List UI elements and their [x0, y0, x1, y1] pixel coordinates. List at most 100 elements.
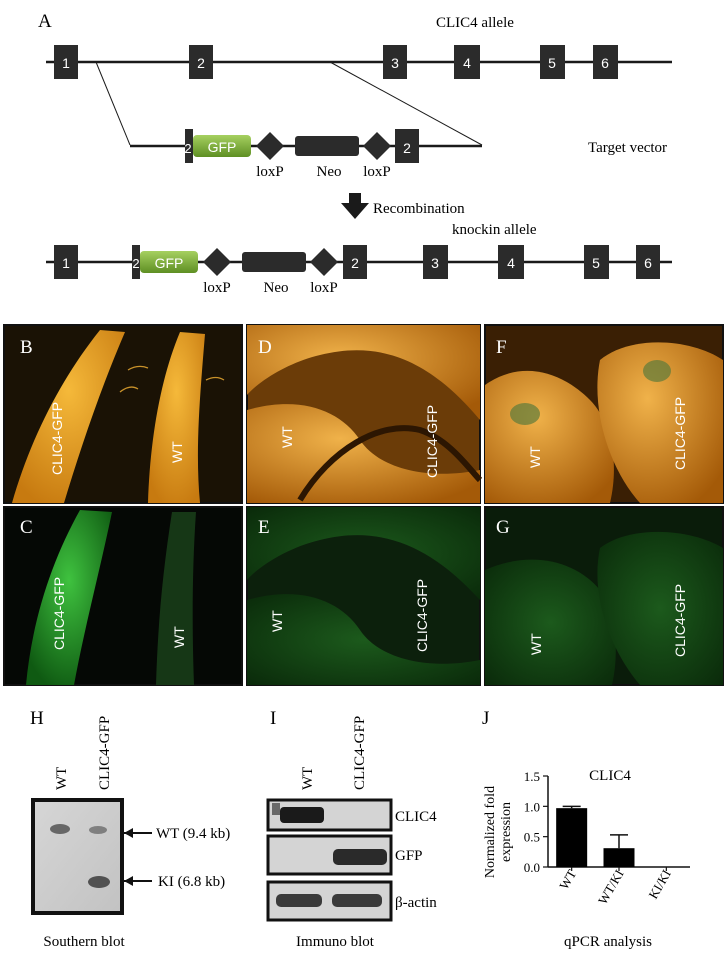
neo-box: [295, 136, 359, 156]
photo-panel-c: C CLIC4-GFP WT: [3, 506, 243, 686]
exon-label: 4: [463, 55, 471, 71]
blot-band: [89, 826, 107, 834]
panel-label-f: F: [496, 337, 507, 358]
neo-label: Neo: [317, 164, 342, 180]
exon-label: 1: [62, 55, 70, 71]
loxp-diamond: [203, 248, 231, 276]
neo-box: [242, 252, 306, 272]
exon-box: [593, 45, 618, 79]
loxp-label: loxP: [203, 280, 231, 296]
x-tick-label: KI/KI: [645, 867, 674, 901]
y-tick-label: 0.0: [524, 860, 540, 875]
photo-panel-e: E WT CLIC4-GFP: [246, 506, 481, 686]
exon-box: [189, 45, 213, 79]
exon-label: 2: [197, 55, 205, 71]
gfp-label: GFP: [208, 139, 237, 155]
lane-label-wt: WT: [300, 767, 316, 790]
immuno-strip-gfp: [266, 834, 393, 876]
lane-label-wt: WT: [54, 767, 70, 790]
bar: [556, 808, 588, 867]
pup-shape: [597, 342, 723, 503]
exon-box: [54, 245, 78, 279]
band-label-ki: KI (6.8 kb): [158, 874, 225, 890]
photo-label: CLIC4-GFP: [672, 584, 688, 657]
panel-label-j: J: [482, 708, 489, 729]
gfp-box: [193, 135, 251, 157]
recombination-label: Recombination: [373, 201, 465, 217]
panel-label-b: B: [20, 337, 33, 358]
photo-label: WT: [169, 441, 185, 463]
photo-panel-g: G WT CLIC4-GFP: [484, 506, 724, 686]
tail-shape: [148, 332, 205, 503]
panel-label-a: A: [38, 11, 52, 32]
loxp-label: loxP: [256, 164, 284, 180]
exon-label: 1: [62, 255, 70, 271]
immuno-row-label: CLIC4: [395, 809, 437, 825]
exon-label: 3: [431, 255, 439, 271]
y-tick-label: 1.5: [524, 769, 540, 784]
exon-label: 3: [391, 55, 399, 71]
photo-label: WT: [527, 446, 543, 468]
pup-shape: [485, 370, 614, 503]
exon-box: [423, 245, 448, 279]
homology-line-right: [329, 61, 483, 146]
tail-shape: [12, 330, 125, 503]
x-tick-label: WT/KI: [595, 867, 627, 907]
panel-label-c: C: [20, 517, 33, 538]
y-tick-label: 0.5: [524, 830, 540, 845]
gfp-box: [140, 251, 198, 273]
chart-ylabel-line-2: expression: [499, 802, 514, 862]
immuno-strip-clic4: [266, 798, 393, 832]
exon-label: 2: [351, 255, 359, 271]
exon-label: 2: [403, 140, 411, 156]
exon-label: 2: [184, 141, 191, 156]
chart-marks: [556, 805, 635, 867]
photo-label: WT: [269, 610, 285, 632]
exon-partial-box: [185, 129, 193, 163]
tail-shape: [26, 510, 112, 685]
neo-label: Neo: [264, 280, 289, 296]
immuno-row-label: β-actin: [395, 895, 437, 911]
photo-label: CLIC4-GFP: [414, 579, 430, 652]
exon-label: 6: [644, 255, 652, 271]
southern-caption: Southern blot: [43, 934, 125, 950]
pup-shape: [485, 559, 616, 685]
exon-box: [498, 245, 524, 279]
top-exons: 1 2 3 4 5 6: [54, 45, 618, 79]
x-tick-label: WT: [556, 867, 579, 892]
down-arrow-icon: [341, 193, 369, 219]
panel-label-i: I: [270, 708, 276, 729]
allele-title: CLIC4 allele: [436, 15, 514, 31]
loxp-diamond: [256, 132, 284, 160]
exon-box: [54, 45, 78, 79]
photo-label: WT: [279, 426, 295, 448]
blot-band: [50, 824, 70, 834]
exon-label: 5: [548, 55, 556, 71]
photo-panel-f: F WT CLIC4-GFP: [484, 324, 724, 504]
homology-line-left: [95, 61, 131, 146]
target-vector-label: Target vector: [588, 140, 667, 156]
tail-shape: [156, 512, 196, 685]
qpcr-chart: CLIC4 Normalized fold expression 0.00.51…: [483, 768, 690, 950]
exon-label: 4: [507, 255, 515, 271]
photo-label: CLIC4-GFP: [424, 405, 440, 478]
exon-box: [454, 45, 480, 79]
immuno-caption: Immuno blot: [296, 934, 375, 950]
exon-label: 2: [132, 256, 139, 271]
band-arrow-ki: [124, 876, 152, 886]
loxp-label: loxP: [363, 164, 391, 180]
bar: [603, 848, 635, 867]
band-arrow-wt: [124, 828, 152, 838]
immuno-strip-actin: [266, 880, 393, 922]
exon-partial-box: [132, 245, 140, 279]
exon-box: [636, 245, 660, 279]
southern-blot: [31, 798, 124, 915]
pup-shape: [247, 404, 480, 503]
loxp-label: loxP: [310, 280, 338, 296]
exon-box: [540, 45, 565, 79]
immuno-row-label: GFP: [395, 848, 423, 864]
panel-label-d: D: [258, 337, 272, 358]
